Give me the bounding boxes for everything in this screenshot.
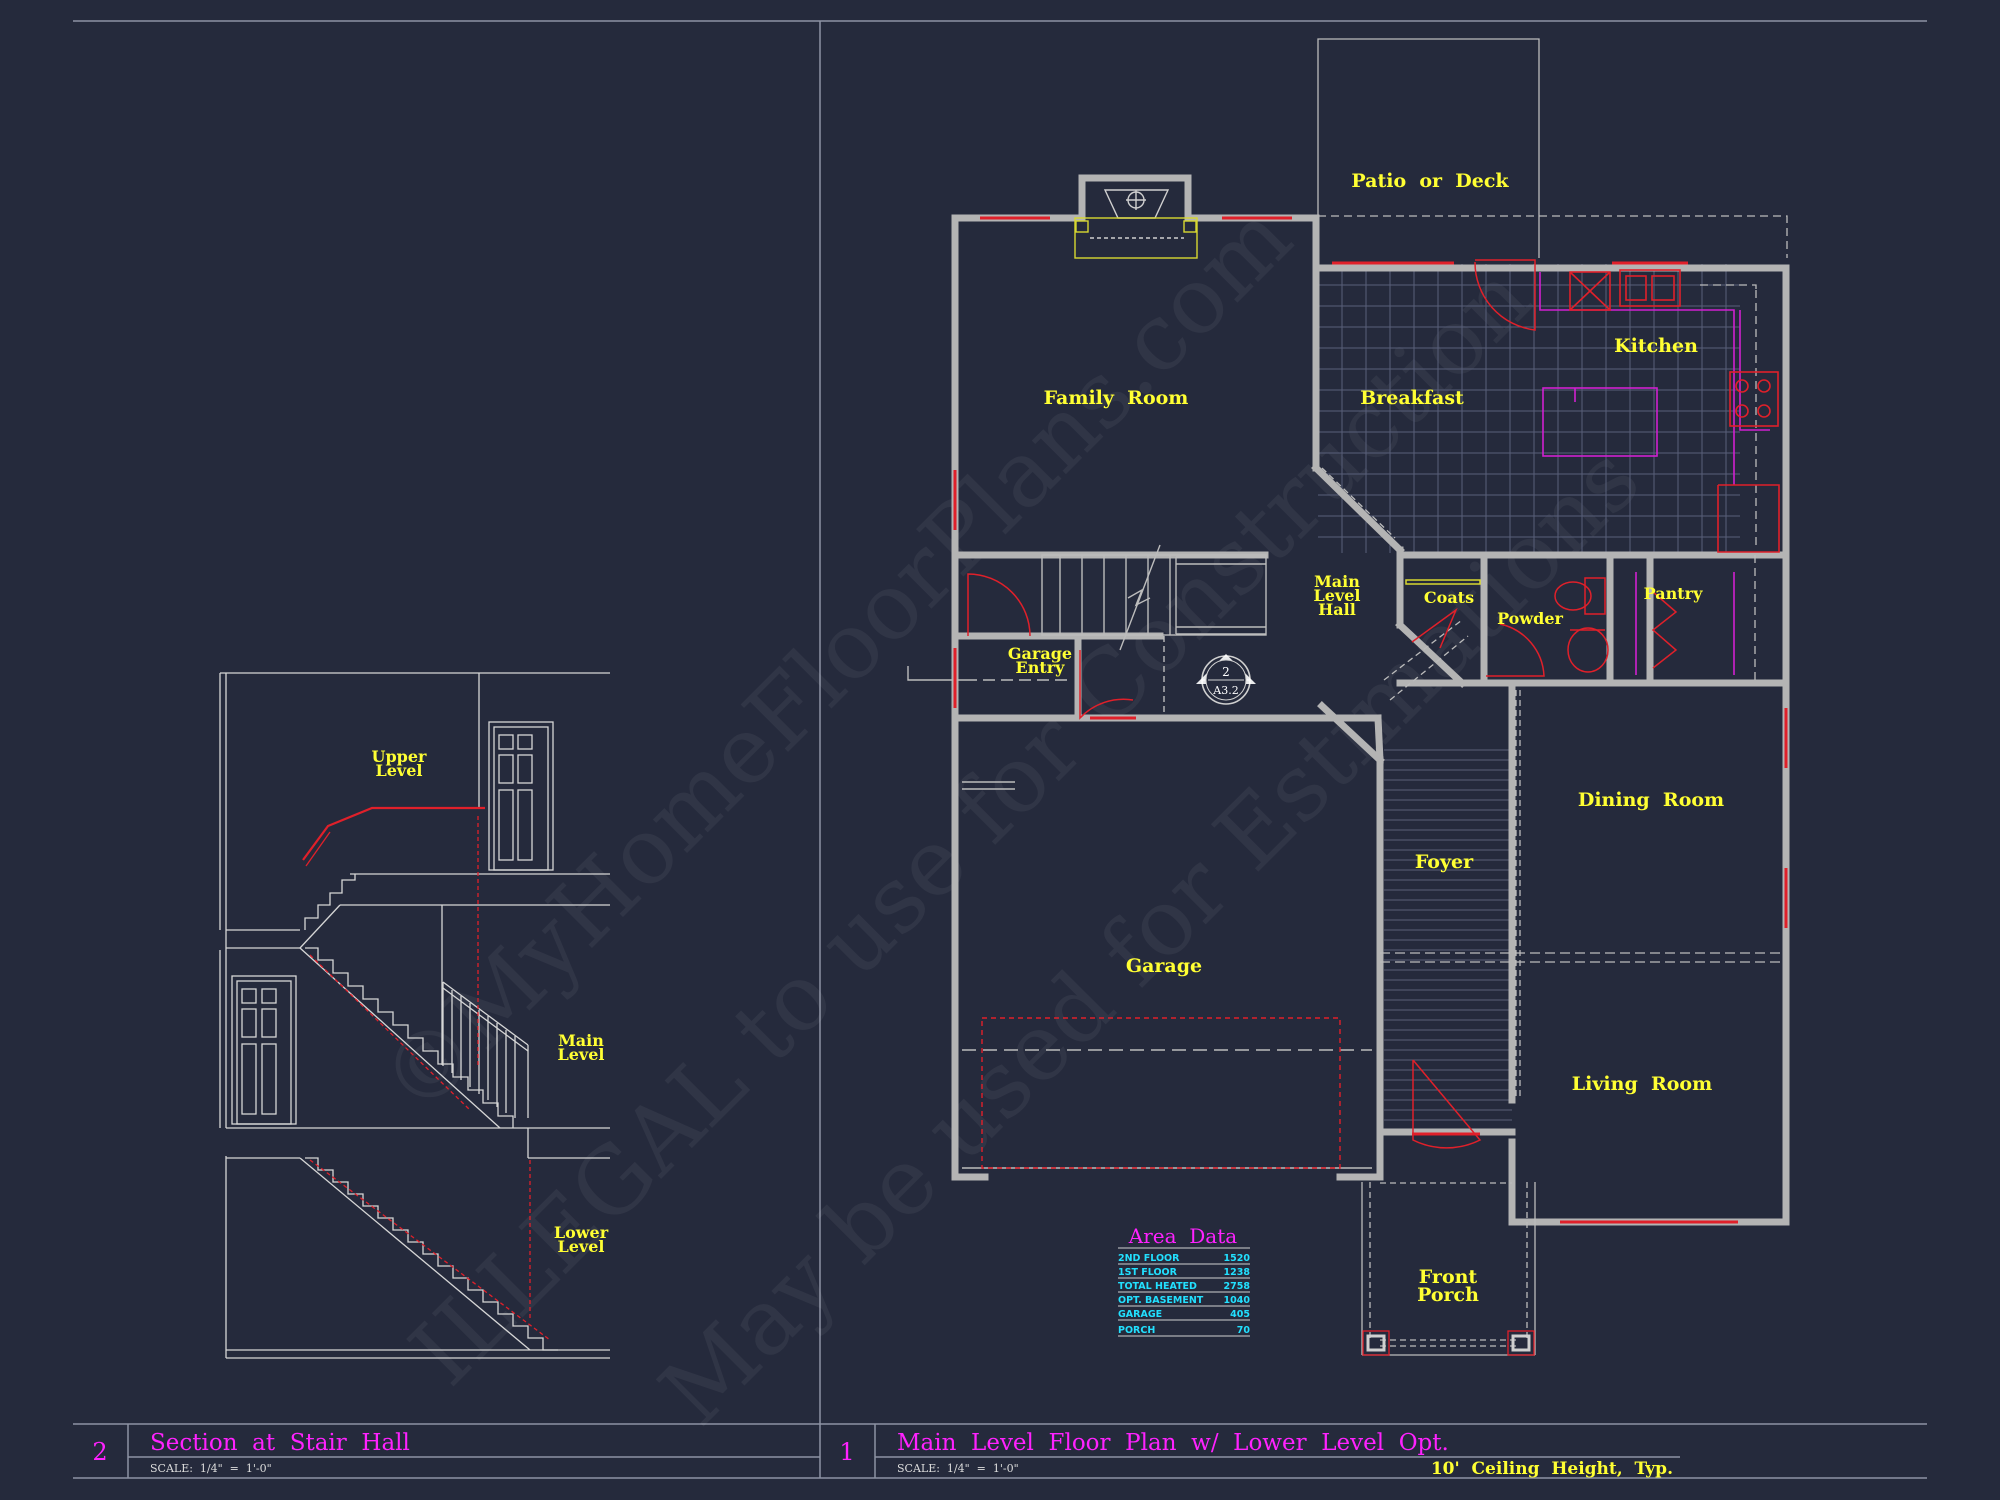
room-label-main-level-hall-3: Hall <box>1318 600 1356 619</box>
title-block-floor-plan: 1 Main Level Floor Plan w/ Lower Level O… <box>839 1430 1673 1479</box>
patio-outline <box>1317 38 1788 258</box>
room-label-dining-room: Dining Room <box>1578 789 1724 811</box>
area-row-value: 2758 <box>1224 1281 1251 1292</box>
section-label-main-level: Main <box>558 1031 604 1050</box>
area-data-table: Area Data 2ND FLOOR 1520 1ST FLOOR 1238 … <box>1118 1224 1251 1337</box>
room-label-garage-entry: Garage <box>1008 644 1072 663</box>
area-row-label: OPT. BASEMENT <box>1118 1295 1204 1306</box>
foyer-stair <box>1321 284 1780 1100</box>
doors <box>967 259 1678 1149</box>
watermark: ©MyHomeFloorPlans.com ILLEGAL to use for… <box>360 183 1660 1445</box>
area-row-label: 1ST FLOOR <box>1118 1267 1178 1278</box>
kitchen-cabinets <box>1539 269 1780 675</box>
foyer-hatch <box>1384 749 1512 1131</box>
area-row-label: PORCH <box>1118 1325 1155 1336</box>
section-marker-sheet: A3.2 <box>1212 684 1238 697</box>
title-block-number: 2 <box>92 1438 107 1466</box>
title-block-title: Main Level Floor Plan w/ Lower Level Opt… <box>897 1430 1449 1456</box>
room-label-foyer: Foyer <box>1415 851 1474 873</box>
section-label-upper-level-2: Level <box>376 761 423 780</box>
area-row-label: GARAGE <box>1118 1309 1162 1320</box>
tile-grid <box>1318 264 1740 553</box>
area-row-label: TOTAL HEATED <box>1118 1281 1197 1292</box>
area-row-value: 1238 <box>1224 1267 1251 1278</box>
floor-plan: 2 A3.2 <box>907 38 1790 1356</box>
room-label-kitchen: Kitchen <box>1614 335 1698 357</box>
windows <box>953 216 1788 1224</box>
stair-section-drawing <box>219 672 610 1359</box>
title-block-note: 10' Ceiling Height, Typ. <box>1431 1459 1673 1479</box>
main-stair <box>1041 544 1267 716</box>
area-data-title: Area Data <box>1128 1224 1237 1248</box>
room-label-breakfast: Breakfast <box>1360 387 1464 409</box>
room-label-front-porch: Front <box>1419 1266 1478 1288</box>
title-block-title: Section at Stair Hall <box>150 1430 410 1456</box>
garage-details <box>907 666 1372 1169</box>
section-marker-number: 2 <box>1222 665 1230 679</box>
room-label-main-level-hall-2: Level <box>1314 586 1361 605</box>
room-label-main-level-hall: Main <box>1314 572 1360 591</box>
title-block-number: 1 <box>839 1438 854 1466</box>
title-block-scale: SCALE: 1/4" = 1'-0" <box>897 1462 1019 1475</box>
front-porch <box>1361 1182 1536 1356</box>
section-label-lower-level: Lower <box>554 1223 609 1242</box>
powder-fixtures <box>1405 577 1609 673</box>
section-label-lower-level-2: Level <box>558 1237 605 1256</box>
title-block-scale: SCALE: 1/4" = 1'-0" <box>150 1462 272 1475</box>
section-marker: 2 A3.2 <box>1196 654 1256 705</box>
area-row-value: 70 <box>1237 1325 1251 1336</box>
area-row-value: 405 <box>1230 1309 1250 1320</box>
room-label-patio: Patio or Deck <box>1351 170 1509 192</box>
room-label-family-room: Family Room <box>1044 387 1189 409</box>
room-label-coats: Coats <box>1424 588 1474 607</box>
fireplace <box>1074 189 1198 259</box>
room-label-living-room: Living Room <box>1572 1073 1712 1095</box>
room-label-pantry: Pantry <box>1644 584 1703 603</box>
section-label-main-level-2: Level <box>558 1045 605 1064</box>
area-row-value: 1040 <box>1224 1295 1251 1306</box>
section-label-upper-level: Upper <box>372 747 428 766</box>
area-row-label: 2ND FLOOR <box>1118 1253 1180 1264</box>
title-block-section: 2 Section at Stair Hall SCALE: 1/4" = 1'… <box>92 1430 410 1475</box>
area-row-value: 1520 <box>1224 1253 1251 1264</box>
room-label-front-porch-2: Porch <box>1417 1284 1479 1306</box>
room-label-garage-entry-2: Entry <box>1016 658 1066 677</box>
room-label-garage: Garage <box>1126 955 1202 977</box>
sheet-frame <box>73 20 1927 1479</box>
room-label-powder: Powder <box>1497 609 1563 628</box>
